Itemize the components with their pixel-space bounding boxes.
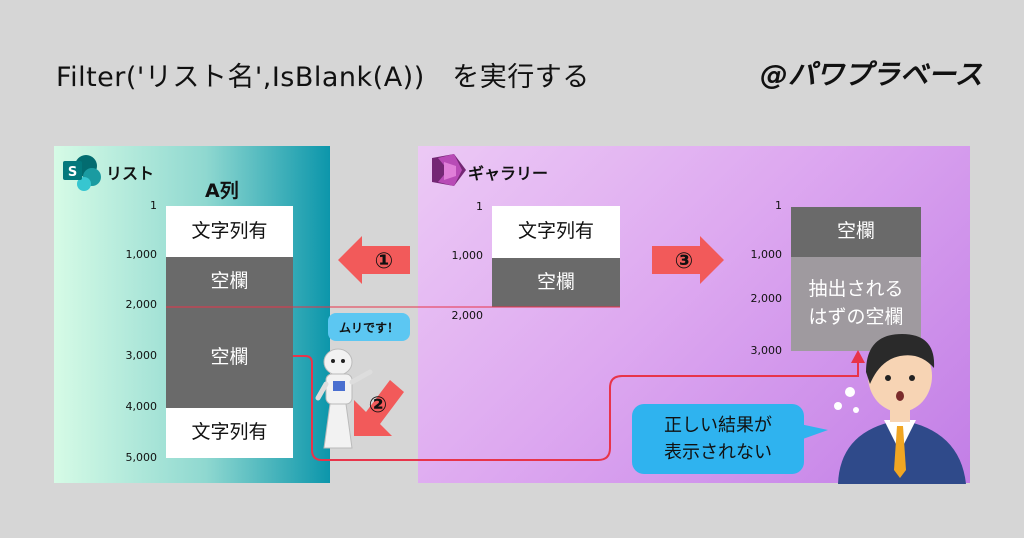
gallery-cell-text: 文字列有: [492, 206, 620, 258]
result-cell-line2: はずの空欄: [808, 306, 904, 328]
step-three-label: ③: [675, 249, 694, 274]
businessman-figure: [834, 334, 966, 484]
arrow-step-1: [338, 236, 410, 284]
arrow-step-3: [652, 236, 724, 284]
bubble-tail: [800, 424, 828, 440]
robot-figure: [315, 348, 373, 449]
tick-label: 1,000: [750, 248, 783, 261]
person-speech-bubble: 正しい結果が 表示されない: [632, 404, 804, 474]
gallery-label: ギャラリー: [468, 164, 549, 183]
column-title: A列: [205, 180, 239, 202]
tick-label: 1: [775, 199, 782, 212]
tick-label: 2,000: [451, 309, 484, 322]
step-one-label: ①: [375, 249, 394, 274]
list-label: リスト: [106, 164, 155, 183]
tick-label: 4,000: [125, 400, 158, 413]
tick-label: 1,000: [451, 249, 484, 262]
list-cell-blank: 空欄: [166, 257, 293, 307]
person-bubble-line2: 表示されない: [664, 442, 772, 463]
tick-label: 3,000: [125, 349, 158, 362]
gallery-cell-blank: 空欄: [492, 258, 620, 307]
connector-arrowhead: [851, 350, 865, 363]
arrow-step-2: [354, 380, 404, 436]
tick-label: 1: [476, 200, 483, 213]
connector-line: [293, 355, 859, 461]
list-cell-blank: 空欄: [166, 307, 293, 408]
step-two-label: ②: [369, 393, 388, 418]
robot-speech-bubble: ムリです！: [328, 313, 410, 341]
list-cell-text: 文字列有: [166, 408, 293, 458]
tick-label: 2,000: [125, 298, 158, 311]
power-apps-icon: [432, 154, 466, 186]
brand-logo-text: @パワプラベース: [760, 58, 983, 91]
result-cell-blank: 空欄: [791, 207, 921, 257]
tick-label: 2,000: [750, 292, 783, 305]
result-cell-line1: 抽出される: [808, 278, 904, 301]
sharepoint-icon: S: [63, 155, 101, 191]
tick-label: 1,000: [125, 248, 158, 261]
page-title: Filter('リスト名',IsBlank(A)) を実行する: [56, 62, 590, 93]
person-bubble-line1: 正しい結果が: [664, 415, 772, 436]
tick-label: 5,000: [125, 451, 158, 464]
list-cell-text: 文字列有: [166, 206, 293, 257]
tick-label: 3,000: [750, 344, 783, 357]
tick-label: 1: [150, 199, 157, 212]
svg-text:S: S: [68, 165, 77, 180]
